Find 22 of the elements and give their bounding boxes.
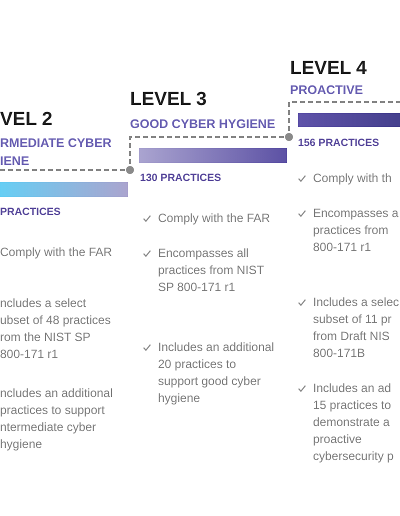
bullet-text: Encompasses a practices from 800-171 r1 [313, 204, 400, 256]
practice-count: 156 PRACTICES [298, 136, 380, 150]
level-subtitle: GOOD CYBER HYGIENE [130, 116, 276, 133]
practice-count: PRACTICES [0, 205, 61, 219]
level-subtitle: PROACTIVE [290, 82, 363, 99]
level-heading: LEVEL 4 [290, 58, 367, 80]
bullet-text: Encompasses all practices from NIST SP 800-171 r1 [158, 244, 265, 296]
bullet-text: Comply with the FAR [158, 210, 272, 226]
gradient-bar [298, 113, 400, 127]
bullet-text: Comply with th [313, 170, 393, 186]
gradient-bar [139, 148, 287, 163]
practice-count: 130 PRACTICES [140, 171, 222, 185]
bullet-text: Includes a selec subset of 11 pr from Draft NIS 800-171B [313, 294, 400, 362]
bullet-text: Includes an ad 15 practices to demonstrate a proactive cybersecurity p [313, 380, 395, 464]
level-subtitle: RMEDIATE CYBER IENE [0, 135, 113, 170]
bullet-text: ncludes an additional practices to support ntermediate cyber hygiene [0, 384, 114, 452]
level-heading: LEVEL 3 [130, 89, 207, 111]
gradient-bar [0, 182, 128, 197]
bullet-text: ncludes a select ubset of 48 practices rom the NIST SP 800-171 r1 [0, 294, 112, 362]
level-heading: VEL 2 [0, 109, 52, 131]
bullet-text: Comply with the FAR [0, 244, 114, 260]
bullet-text: Includes an additional 20 practices to support good cyber hygiene [158, 338, 276, 406]
